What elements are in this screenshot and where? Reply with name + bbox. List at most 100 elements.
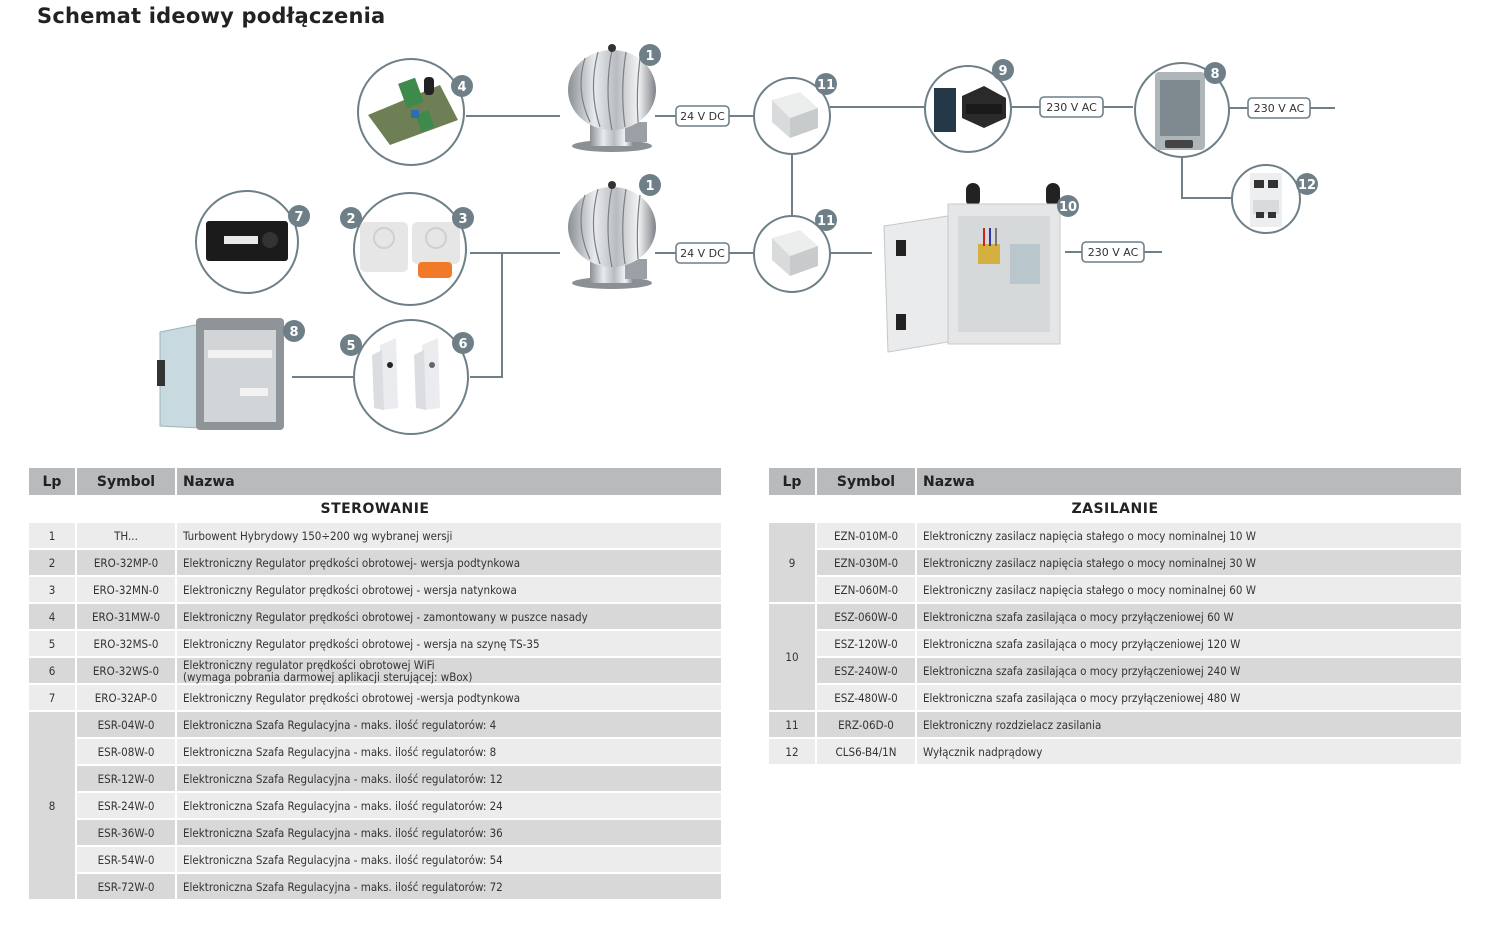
column-header-lp: Lp — [769, 468, 815, 495]
cell-name: Elektroniczna szafa zasilająca o mocy pr… — [917, 631, 1461, 656]
cell-lp: 7 — [29, 685, 75, 710]
cell-lp: 1 — [29, 523, 75, 548]
badge-12: 12 — [1296, 173, 1318, 195]
cell-lp: 11 — [769, 712, 815, 737]
cell-lp: 2 — [29, 550, 75, 575]
section-title: STEROWANIE — [29, 497, 721, 521]
svg-text:5: 5 — [346, 339, 355, 354]
cell-lp: 6 — [29, 658, 75, 683]
badge-3: 3 — [452, 207, 474, 229]
svg-text:230 V AC: 230 V AC — [1088, 246, 1139, 259]
node-junction-box-bottom — [753, 215, 831, 293]
badge-9: 9 — [992, 59, 1014, 81]
cell-name: Elektroniczny Regulator prędkości obroto… — [177, 685, 721, 710]
cell-name: Elektroniczna Szafa Regulacyjna - maks. … — [177, 847, 721, 872]
cell-symbol: CLS6-B4/1N — [817, 739, 915, 764]
cell-symbol: ESR-54W-0 — [77, 847, 175, 872]
cell-name: Elektroniczna szafa zasilająca o mocy pr… — [917, 685, 1461, 710]
cell-symbol: ERZ-06D-0 — [817, 712, 915, 737]
svg-text:8: 8 — [1210, 67, 1219, 82]
svg-text:24 V DC: 24 V DC — [680, 110, 725, 123]
svg-text:10: 10 — [1059, 200, 1077, 215]
cell-symbol: ESR-04W-0 — [77, 712, 175, 737]
cell-name: Elektroniczna Szafa Regulacyjna - maks. … — [177, 820, 721, 845]
cell-symbol: ERO-32MN-0 — [77, 577, 175, 602]
cell-symbol: ESR-24W-0 — [77, 793, 175, 818]
cell-symbol: ERO-32WS-0 — [77, 658, 175, 683]
cell-name: Elektroniczny Regulator prędkości obroto… — [177, 577, 721, 602]
cell-name: Elektroniczny zasilacz napięcia stałego … — [917, 523, 1461, 548]
cell-symbol: ESZ-060W-0 — [817, 604, 915, 629]
svg-text:3: 3 — [458, 212, 467, 227]
cell-name: Elektroniczny rozdzielacz zasilania — [917, 712, 1461, 737]
voltage-label-dc-bottom: 24 V DC — [675, 242, 730, 264]
svg-text:9: 9 — [998, 64, 1007, 79]
svg-text:1: 1 — [645, 179, 654, 194]
line-23-56-bus — [470, 252, 503, 378]
cell-name: Elektroniczna szafa zasilająca o mocy pr… — [917, 658, 1461, 683]
badge-4: 4 — [451, 75, 473, 97]
svg-text:8: 8 — [289, 325, 298, 340]
badge-10: 10 — [1057, 195, 1079, 217]
svg-text:6: 6 — [458, 337, 467, 352]
cell-name: Turbowent Hybrydowy 150÷200 wg wybranej … — [177, 523, 721, 548]
cell-lp-group: 9 — [769, 523, 815, 602]
cell-name: Elektroniczna Szafa Regulacyjna - maks. … — [177, 766, 721, 791]
cell-lp: 12 — [769, 739, 815, 764]
cell-symbol: ERO-31MW-0 — [77, 604, 175, 629]
column-header-symbol: Symbol — [77, 468, 175, 495]
badge-6: 6 — [452, 332, 474, 354]
cell-name: Elektroniczna Szafa Regulacyjna - maks. … — [177, 712, 721, 737]
cell-name: Elektroniczny Regulator prędkości obroto… — [177, 550, 721, 575]
badge-1-top: 1 — [639, 44, 661, 66]
svg-text:7: 7 — [294, 210, 303, 225]
cell-symbol: TH... — [77, 523, 175, 548]
badge-11-top: 11 — [815, 73, 837, 95]
connection-lines — [292, 106, 1335, 378]
cell-name: Wyłącznik nadprądowy — [917, 739, 1461, 764]
cell-symbol: ERO-32AP-0 — [77, 685, 175, 710]
node-junction-box-top — [753, 77, 831, 155]
column-header-lp: Lp — [29, 468, 75, 495]
table-header-row: Lp Symbol Nazwa — [769, 468, 1461, 495]
badge-2: 2 — [340, 207, 362, 229]
cell-lp: 4 — [29, 604, 75, 629]
cell-symbol: ESR-36W-0 — [77, 820, 175, 845]
svg-text:12: 12 — [1298, 178, 1316, 193]
cell-lp: 3 — [29, 577, 75, 602]
cell-lp-group: 10 — [769, 604, 815, 710]
node-power-cabinet — [883, 183, 1061, 353]
badge-7: 7 — [288, 205, 310, 227]
section-title: ZASILANIE — [769, 497, 1461, 521]
badge-8-top: 8 — [1204, 62, 1226, 84]
cell-symbol: EZN-010M-0 — [817, 523, 915, 548]
cell-name-line2: (wymaga pobrania darmowej aplikacji ster… — [183, 669, 473, 684]
cell-name: Elektroniczna Szafa Regulacyjna - maks. … — [177, 793, 721, 818]
line-8-12 — [1181, 157, 1232, 199]
node-regulation-cabinet — [157, 318, 284, 430]
column-header-name: Nazwa — [177, 468, 721, 495]
cell-name: Elektroniczny zasilacz napięcia stałego … — [917, 550, 1461, 575]
node-pcb-regulator — [357, 58, 465, 166]
svg-text:11: 11 — [817, 78, 835, 93]
voltage-labels: 24 V DC 24 V DC 230 V AC 230 V AC 230 V … — [675, 96, 1311, 264]
badge-1-bottom: 1 — [639, 174, 661, 196]
cell-name: Elektroniczna Szafa Regulacyjna - maks. … — [177, 739, 721, 764]
node-circuit-breaker — [1231, 164, 1301, 234]
voltage-label-ac-9-8: 230 V AC — [1039, 96, 1104, 118]
svg-text:2: 2 — [346, 212, 355, 227]
cell-symbol: ESZ-120W-0 — [817, 631, 915, 656]
svg-text:230 V AC: 230 V AC — [1046, 101, 1097, 114]
